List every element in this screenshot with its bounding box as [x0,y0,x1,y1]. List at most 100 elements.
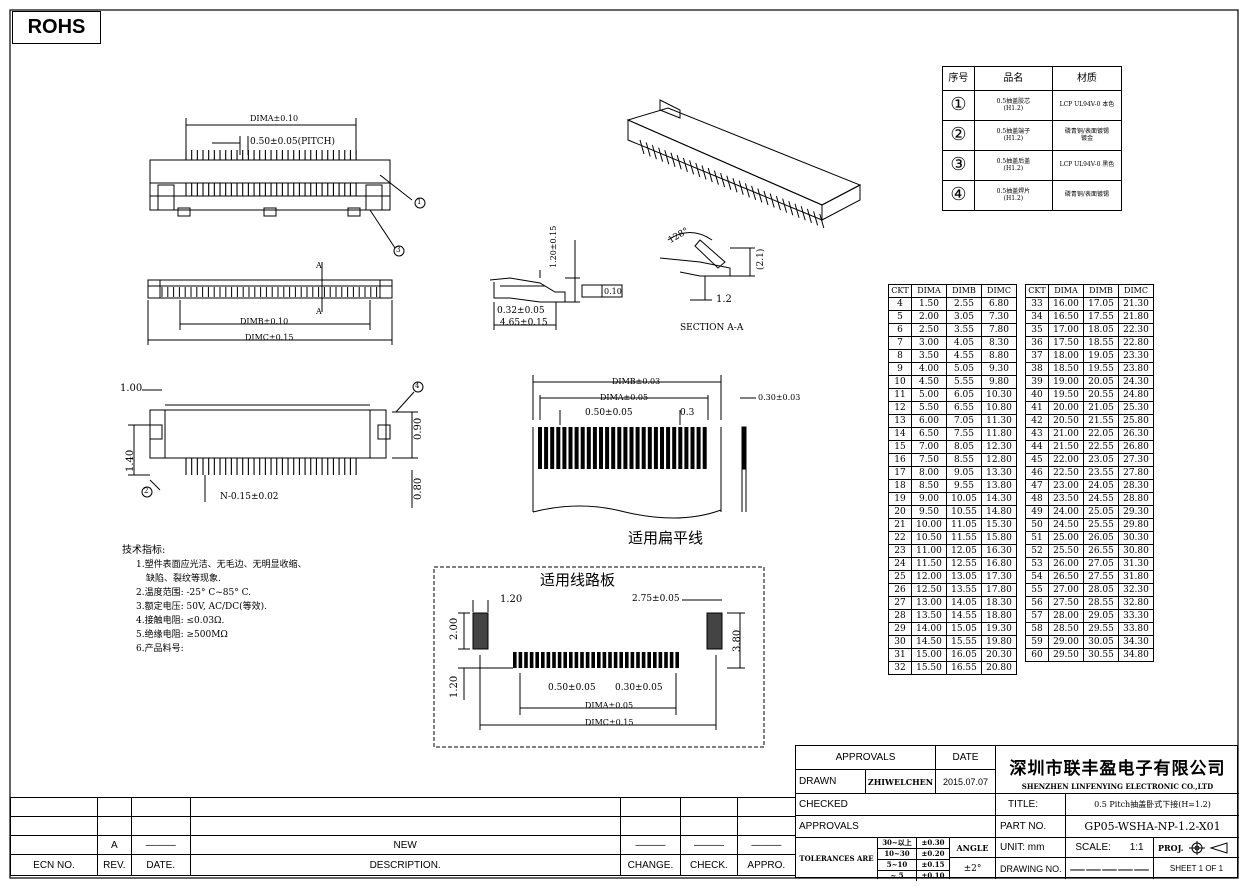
ckt-cell: 16.00 [1048,297,1084,311]
ckt-cell: 12.55 [946,557,982,571]
ckt-cell: 57 [1025,609,1049,623]
ckt-cell: 33.80 [1118,622,1154,636]
ckt-cell: 12.30 [981,440,1017,454]
profile-d465-label: 4.65±0.15 [500,318,548,328]
ckt-cell: 24.55 [1083,492,1119,506]
mat-no: ④ [942,180,975,211]
mat-no: ② [942,120,975,151]
ckt-cell: 25 [888,570,912,584]
part-label: PART NO. [1000,821,1047,832]
ckt-cell: 5 [888,310,912,324]
ckt-cell: 21.50 [1048,440,1084,454]
ckt-header: CKT [888,284,912,298]
unit-label: UNIT: mm [1000,842,1045,853]
ckt-cell: 24.80 [1118,388,1154,402]
part-value: GP05-WSHA-NP-1.2-X01 [1084,820,1221,833]
ckt-cell: 24.30 [1118,375,1154,389]
ckt-cell: 2.50 [911,323,947,337]
mat-no: ③ [942,150,975,181]
ckt-header: DIMB [946,284,982,298]
ckt-cell: 17.00 [1048,323,1084,337]
ckt-cell: 6.05 [946,388,982,402]
ckt-cell: 1.50 [911,297,947,311]
ckt-cell: 38 [1025,362,1049,376]
ckt-cell: 11.30 [981,414,1017,428]
ckt-header: DIMC [1118,284,1154,298]
scale-label: SCALE: [1075,842,1111,853]
ckt-cell: 16.30 [981,544,1017,558]
ckt-cell: 6.00 [911,414,947,428]
ckt-cell: 16 [888,453,912,467]
ckt-cell: 20.55 [1083,388,1119,402]
pcb-d120a-label: 1.20 [500,594,523,605]
ckt-cell: 43 [1025,427,1049,441]
ckt-cell: 34.30 [1118,635,1154,649]
ckt-cell: 22.55 [1083,440,1119,454]
ckt-cell: 15.00 [911,648,947,662]
ckt-cell: 14.80 [981,505,1017,519]
ckt-cell: 14.00 [911,622,947,636]
pcb-d120b-label: 1.20 [449,675,460,698]
ckt-cell: 24.05 [1083,479,1119,493]
ckt-header: DIMA [911,284,947,298]
ckt-cell: 31 [888,648,912,662]
ckt-cell: 20.80 [981,661,1017,675]
ckt-cell: 13.00 [911,596,947,610]
ckt-cell: 51 [1025,531,1049,545]
ckt-cell: 11.00 [911,544,947,558]
ckt-header: DIMC [981,284,1017,298]
ckt-cell: 7.80 [981,323,1017,337]
ckt-cell: 19.05 [1083,349,1119,363]
ckt-cell: 9.80 [981,375,1017,389]
ckt-cell: 2.55 [946,297,982,311]
section-d12-label: 1.2 [716,294,732,305]
approvals-label: APPROVALS [799,821,859,832]
ckt-cell: 4.50 [911,375,947,389]
ckt-cell: 23.80 [1118,362,1154,376]
ckt-cell: 15.50 [911,661,947,675]
ckt-cell: 5.05 [946,362,982,376]
ckt-cell: 17.55 [1083,310,1119,324]
ckt-cell: 5.55 [946,375,982,389]
pcb-d200-label: 2.00 [449,617,460,640]
ckt-cell: 28.80 [1118,492,1154,506]
callout-3: 3 [396,246,401,254]
ckt-cell: 42 [1025,414,1049,428]
ckt-cell: 7.50 [911,453,947,467]
ckt-cell: 27.05 [1083,557,1119,571]
ckt-cell: 53 [1025,557,1049,571]
ckt-cell: 22.80 [1118,336,1154,350]
ckt-cell: 18.00 [1048,349,1084,363]
front-dimb-label: DIMB±0.10 [240,317,289,326]
front-view-drawing [147,262,393,345]
ckt-cell: 18.05 [1083,323,1119,337]
ckt-cell: 19.00 [1048,375,1084,389]
ckt-cell: 26.30 [1118,427,1154,441]
ckt-cell: 23.00 [1048,479,1084,493]
ckt-cell: 44 [1025,440,1049,454]
isometric-drawing [626,99,862,229]
ckt-cell: 9.00 [911,492,947,506]
ckt-cell: 12 [888,401,912,415]
ckt-cell: 10 [888,375,912,389]
ckt-cell: 14 [888,427,912,441]
rev-header: CHANGE. [619,854,682,876]
ckt-cell: 18.55 [1083,336,1119,350]
ckt-cell: 9.05 [946,466,982,480]
material-table: 序号 品名 材质 ① 0.5抽盖胶芯(H1.2) LCP UL94V-0 本色 … [942,66,1123,211]
ckt-cell: 46 [1025,466,1049,480]
ckt-cell: 11.05 [946,518,982,532]
ckt-cell: 11.80 [981,427,1017,441]
